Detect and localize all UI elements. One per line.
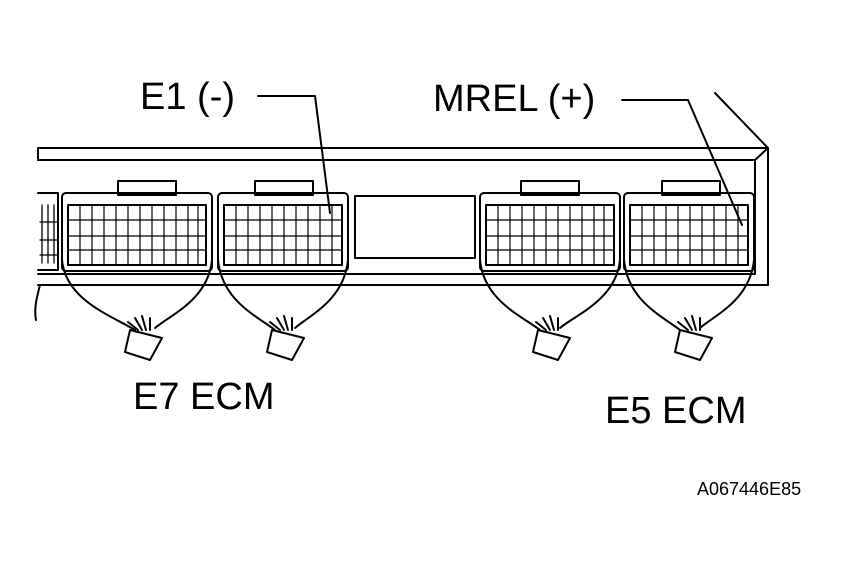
e7-ecm-label: E7 ECM bbox=[133, 376, 275, 418]
ecm-housing bbox=[37, 92, 769, 286]
connector-e5-left bbox=[479, 180, 621, 272]
connector-e7-right bbox=[217, 180, 349, 272]
e5-ecm-label: E5 ECM bbox=[605, 390, 747, 432]
leader-e1 bbox=[257, 95, 331, 214]
center-window bbox=[354, 195, 476, 259]
connector-partial-left bbox=[37, 192, 59, 271]
mrel-terminal-label: MREL (+) bbox=[433, 78, 596, 120]
harness-e7-a bbox=[61, 259, 213, 361]
leader-mrel bbox=[621, 99, 743, 226]
connector-e5-right bbox=[623, 180, 755, 272]
harness-e5-a bbox=[479, 259, 621, 361]
figure-code: A067446E85 bbox=[697, 479, 802, 499]
connector-e7-left bbox=[61, 180, 213, 272]
harness-left-partial bbox=[34, 284, 41, 321]
harness-e7-b bbox=[217, 259, 349, 361]
e1-terminal-label: E1 (-) bbox=[140, 76, 235, 118]
harness-e5-b bbox=[623, 259, 755, 361]
